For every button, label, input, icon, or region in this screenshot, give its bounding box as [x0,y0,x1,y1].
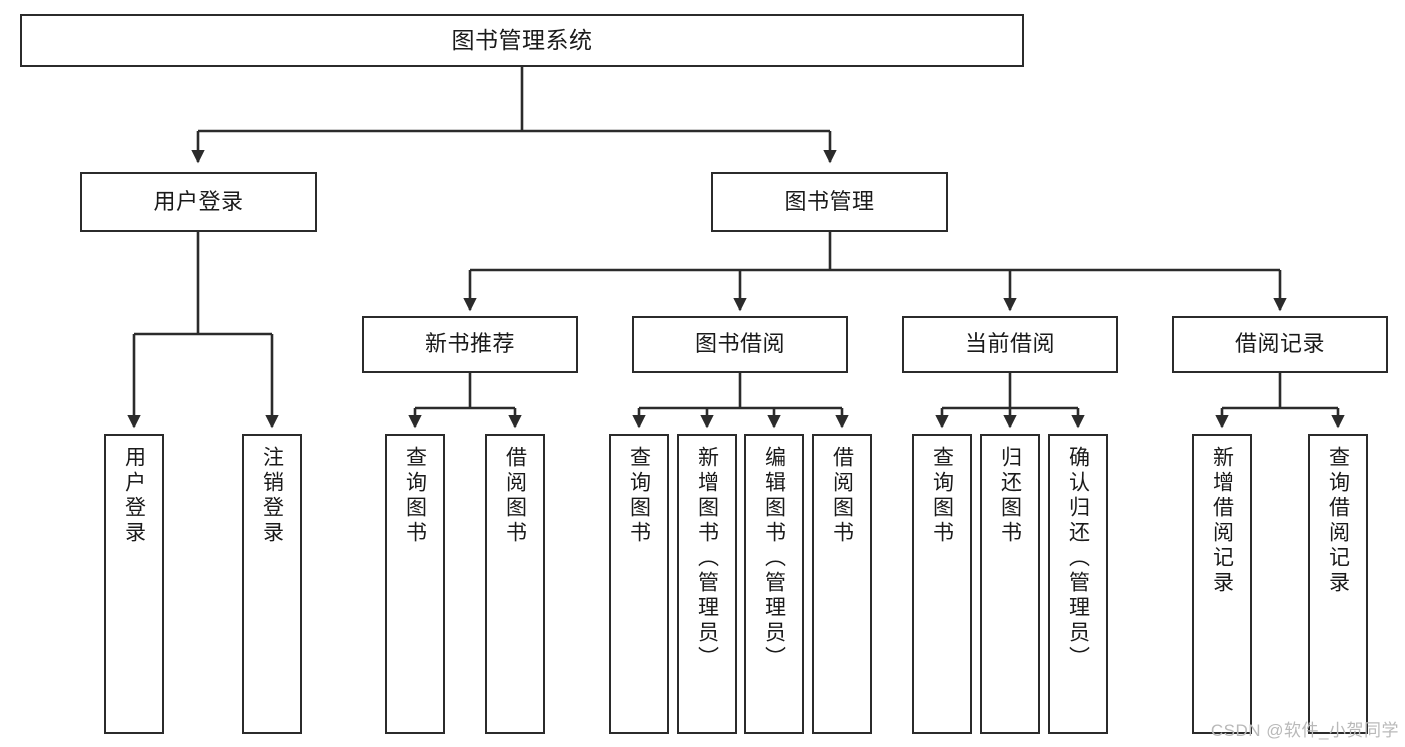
leaf-user-login[interactable]: 用户登录 [104,434,164,734]
node-label: 查询借阅记录 [1326,446,1350,596]
node-label: 用户登录 [122,446,146,546]
node-book-management[interactable]: 图书管理 [711,172,948,232]
node-book-borrow[interactable]: 图书借阅 [632,316,848,373]
node-label: 图书管理 [784,188,875,214]
node-label: 借阅图书 [830,446,854,546]
node-root-book-management-system[interactable]: 图书管理系统 [20,14,1024,67]
leaf-return-book[interactable]: 归还图书 [980,434,1040,734]
leaf-add-borrow-record[interactable]: 新增借阅记录 [1192,434,1252,734]
node-label: 确认归还（管理员） [1066,446,1090,671]
leaf-query-book-borrow[interactable]: 查询图书 [609,434,669,734]
node-label: 查询图书 [930,446,954,546]
leaf-confirm-return-admin[interactable]: 确认归还（管理员） [1048,434,1108,734]
node-label: 注销登录 [260,446,284,546]
leaf-edit-book-admin[interactable]: 编辑图书（管理员） [744,434,804,734]
node-user-login[interactable]: 用户登录 [80,172,317,232]
node-label: 查询图书 [403,446,427,546]
leaf-logout-login[interactable]: 注销登录 [242,434,302,734]
node-label: 新书推荐 [424,331,515,357]
leaf-borrow-book[interactable]: 借阅图书 [812,434,872,734]
node-label: 当前借阅 [964,331,1055,357]
node-label: 编辑图书（管理员） [762,446,786,671]
leaf-borrow-book-new-book-rec[interactable]: 借阅图书 [485,434,545,734]
node-label: 用户登录 [153,188,244,214]
leaf-add-book-admin[interactable]: 新增图书（管理员） [677,434,737,734]
node-new-book-recommendation[interactable]: 新书推荐 [362,316,578,373]
node-label: 新增借阅记录 [1210,446,1234,596]
leaf-query-book-current[interactable]: 查询图书 [912,434,972,734]
node-label: 借阅记录 [1234,331,1325,357]
node-label: 借阅图书 [503,446,527,546]
csdn-watermark: CSDN @软件_小贺同学 [1210,721,1399,740]
node-label: 图书管理系统 [451,27,593,54]
node-label: 查询图书 [627,446,651,546]
node-label: 图书借阅 [694,331,785,357]
node-label: 新增图书（管理员） [695,446,719,671]
node-current-borrow[interactable]: 当前借阅 [902,316,1118,373]
node-borrow-record[interactable]: 借阅记录 [1172,316,1388,373]
leaf-query-borrow-record[interactable]: 查询借阅记录 [1308,434,1368,734]
leaf-query-book-new-book-rec[interactable]: 查询图书 [385,434,445,734]
node-label: 归还图书 [998,446,1022,546]
